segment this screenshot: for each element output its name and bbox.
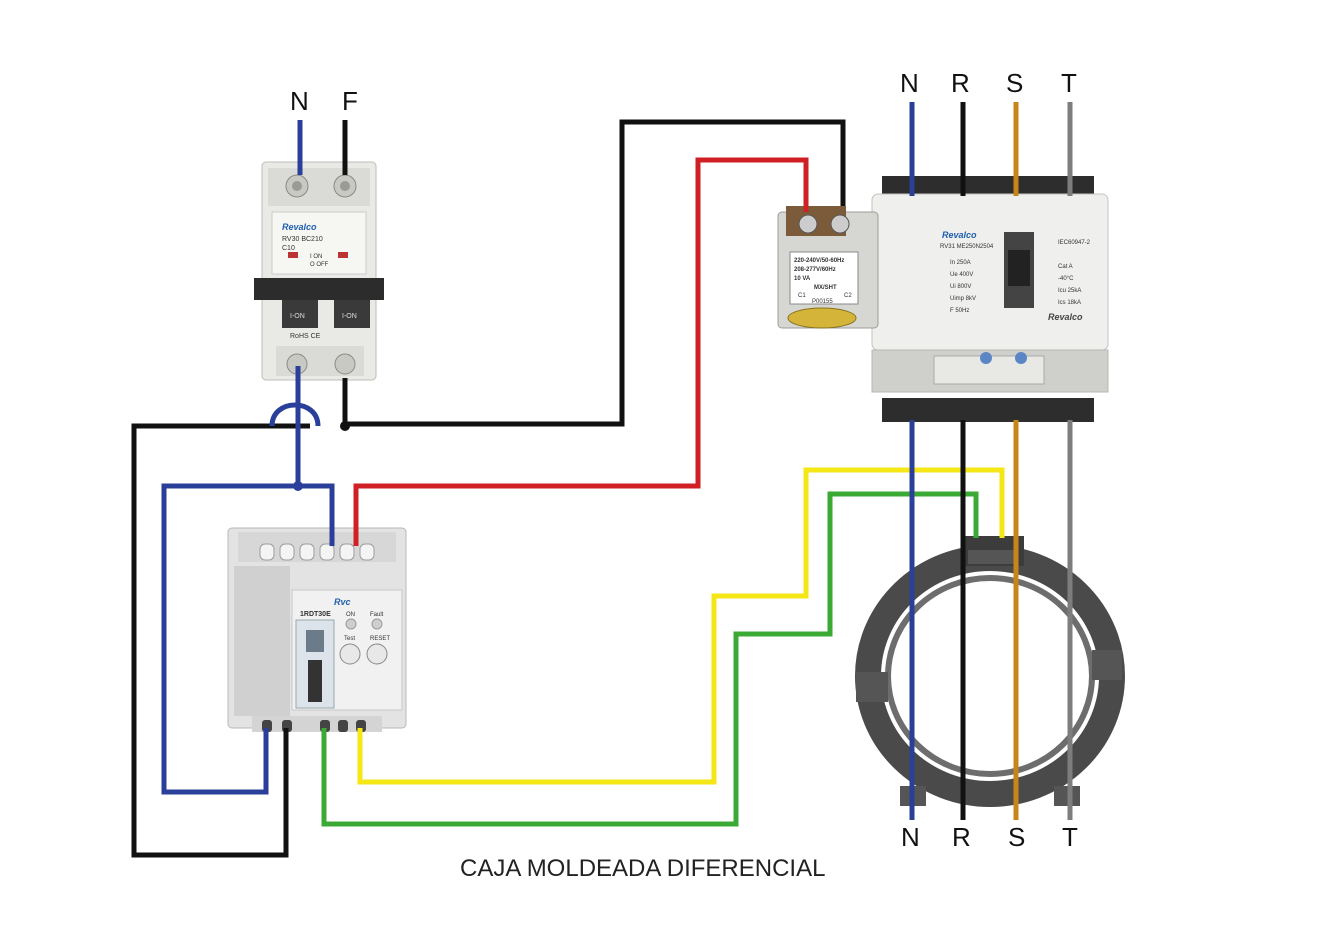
mccb-brand-bottom: Revalco [1048, 312, 1083, 322]
relay-brand: Rvc [334, 597, 351, 607]
shunt-line: 220-240V/50-60Hz [794, 258, 844, 264]
mccb-spec-right: -40°C [1058, 276, 1074, 282]
relay-model: 1RDT30E [300, 611, 331, 618]
mccb-bottom-label: R [952, 822, 971, 852]
mccb-bottom-label: T [1062, 822, 1078, 852]
mccb-brand: Revalco [942, 230, 977, 240]
mccb-model: RV31 ME250N2504 [940, 244, 994, 250]
red-wire [353, 157, 809, 546]
shunt-code: P00155 [812, 299, 833, 305]
two-pole-breaker: Revalco RV30 BC210 C10 I ON O OFF I-ON I… [254, 161, 384, 381]
junction-dot [340, 421, 350, 431]
diagram-title: CAJA MOLDEADA DIFERENCIAL [460, 855, 825, 882]
relay-fault-label: Fault [370, 612, 384, 618]
black-wire [131, 423, 310, 858]
shunt-c2: C2 [844, 293, 852, 299]
breaker-label-f: F [342, 86, 358, 116]
shunt-type: MX/SHT [814, 285, 837, 291]
molded-case-breaker: Revalco RV31 ME250N2504 In 250A Ue 400V … [871, 176, 1109, 422]
junction-dot [293, 481, 303, 491]
green-wire [321, 491, 979, 827]
breaker-model: RV30 BC210 [282, 236, 323, 243]
shunt-c1: C1 [798, 293, 806, 299]
mccb-spec-right: Icu 25kA [1058, 288, 1081, 294]
mccb-bottom-label: S [1008, 822, 1025, 852]
relay-on-label: ON [346, 612, 355, 618]
relay-test-label: Test [344, 636, 355, 642]
shunt-line: 208-277V/60Hz [794, 267, 836, 273]
breaker-cert: RoHS CE [290, 333, 321, 340]
neutral-wire [298, 483, 335, 546]
breaker-label-n: N [290, 86, 309, 116]
neutral-crossover [269, 402, 321, 427]
mccb-bottom-label: N [901, 822, 920, 852]
breaker-rating: C10 [282, 245, 295, 252]
mccb-spec: Uimp 8kV [950, 296, 976, 302]
mccb-spec-right: Cat A [1058, 264, 1073, 270]
breaker-off-text: O OFF [310, 262, 329, 268]
toroidal-transformer [855, 536, 1125, 807]
black-wire [342, 119, 846, 427]
mccb-top-label: N [900, 68, 919, 98]
relay-reset-label: RESET [370, 636, 390, 642]
mccb-spec: In 250A [950, 260, 971, 266]
breaker-handle-left: I-ON [290, 313, 305, 320]
mccb-top-label: T [1061, 68, 1077, 98]
mccb-spec-right-list: Cat A -40°C Icu 25kA Ics 18kA [1058, 264, 1081, 306]
differential-relay: Rvc 1RDT30E ON Fault Test RESET [227, 527, 407, 732]
mccb-spec: Ui 800V [950, 284, 971, 290]
mccb-top-label: S [1006, 68, 1023, 98]
mccb-standard: IEC60947-2 [1058, 240, 1091, 246]
mccb-top-label: R [951, 68, 970, 98]
shunt-line: 10 VA [794, 276, 811, 282]
yellow-wire [357, 467, 1005, 785]
breaker-brand: Revalco [282, 222, 317, 232]
mccb-spec: Ue 400V [950, 272, 973, 278]
wiring [131, 102, 1073, 858]
mccb-spec-list: In 250A Ue 400V Ui 800V Uimp 8kV F 50Hz [950, 260, 976, 314]
breaker-on-text: I ON [310, 254, 322, 260]
breaker-handle-right: I-ON [342, 313, 357, 320]
shunt-trip-coil: 220-240V/50-60Hz 208-277V/60Hz 10 VA MX/… [777, 206, 879, 329]
mccb-spec-right: Ics 18kA [1058, 300, 1081, 306]
mccb-spec: F 50Hz [950, 308, 969, 314]
neutral-wire [161, 366, 301, 795]
